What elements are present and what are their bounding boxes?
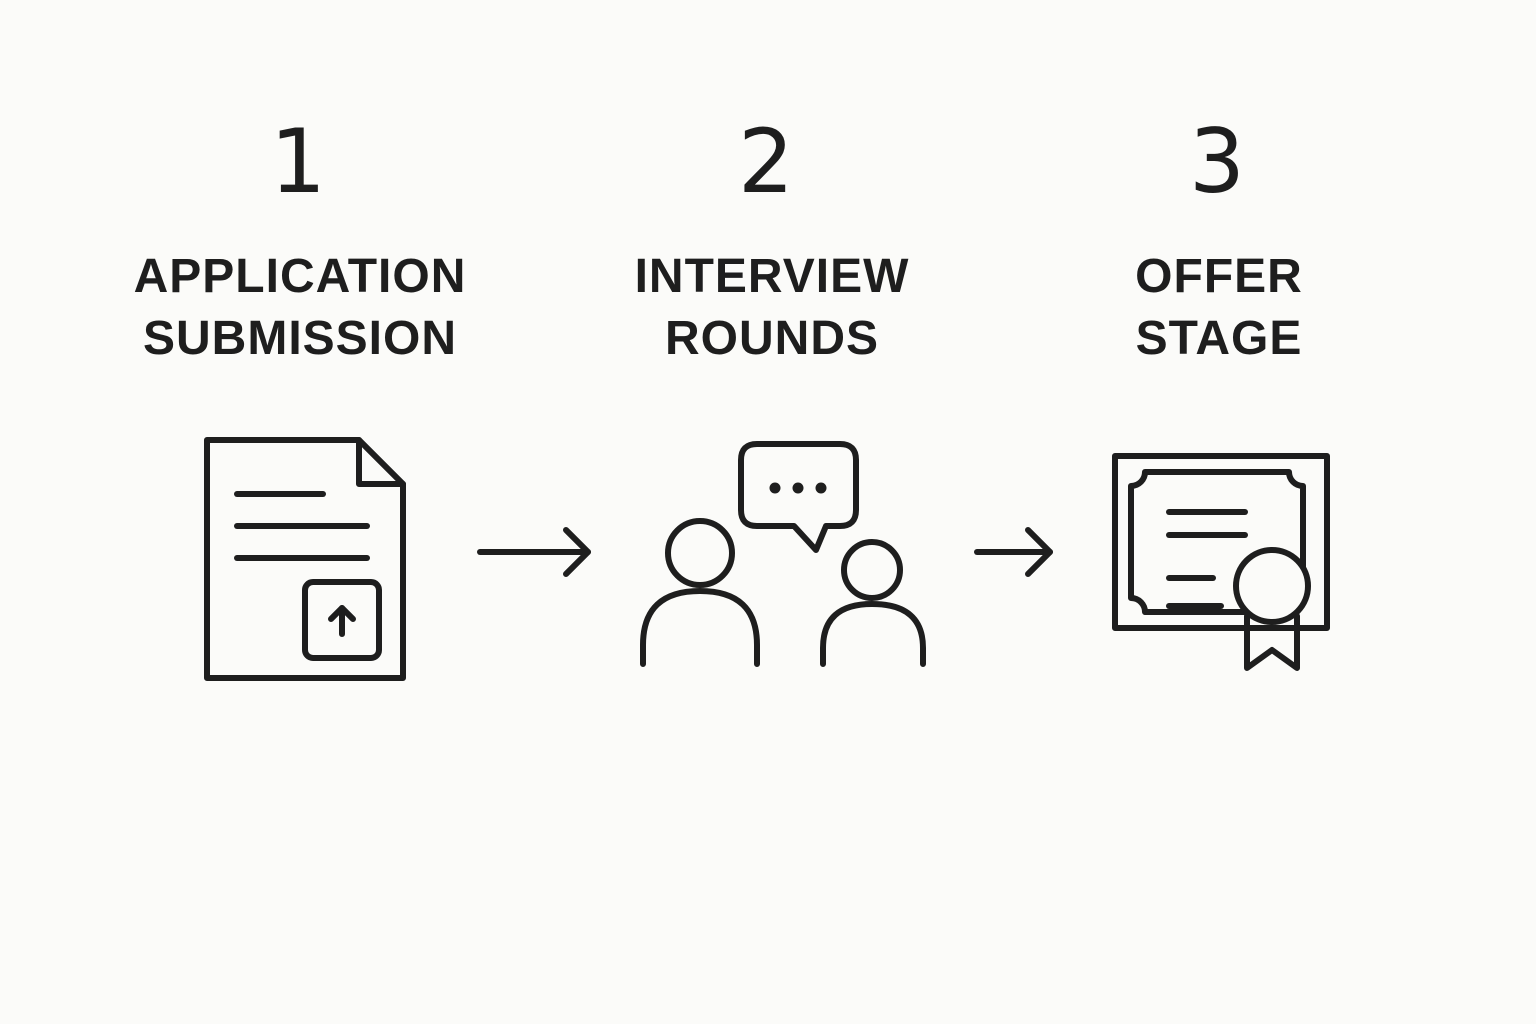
people-conversation-icon	[640, 441, 926, 667]
step-1-title-line2: SUBMISSION	[142, 312, 458, 365]
document-upload-icon	[204, 437, 406, 681]
step-2-number: 2	[738, 110, 794, 213]
step-2-title-line2: ROUNDS	[664, 312, 879, 365]
step-1-title: APPLICATION SUBMISSION	[90, 246, 510, 370]
step-2-title: INTERVIEW ROUNDS	[562, 246, 982, 370]
step-1-number: 1	[270, 110, 326, 213]
step-3-title: OFFER STAGE	[1009, 246, 1429, 370]
arrow-right-icon	[974, 527, 1053, 577]
step-3-title-line1: OFFER	[1135, 250, 1303, 303]
step-3-title-line2: STAGE	[1135, 312, 1303, 365]
certificate-icon	[1112, 453, 1330, 671]
step-3-number: 3	[1189, 110, 1245, 213]
step-2-title-line1: INTERVIEW	[634, 250, 910, 303]
step-1-title-line1: APPLICATION	[133, 250, 467, 303]
arrow-right-icon	[477, 527, 591, 577]
